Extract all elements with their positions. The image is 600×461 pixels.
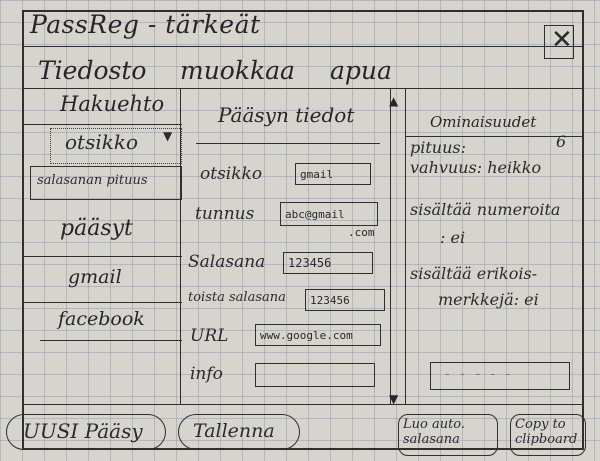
divider (196, 143, 380, 144)
title-input[interactable] (295, 163, 371, 185)
contains-numbers-label: sisältää numeroita (410, 200, 561, 219)
repeat-password-input[interactable] (305, 289, 385, 311)
contains-special-label: sisältää erikois- (410, 264, 538, 283)
chevron-down-icon: ▼ (163, 129, 173, 143)
menu-bar-divider (22, 88, 584, 89)
close-button[interactable]: ✕ (544, 25, 574, 59)
entries-heading: pääsyt (60, 216, 133, 241)
info-input[interactable] (255, 363, 375, 387)
generate-password-label: Luo auto.salasana (403, 417, 465, 447)
divider (40, 340, 182, 341)
username-field-label: tunnus (195, 204, 255, 224)
menu-help[interactable]: apua (330, 56, 392, 85)
password-strength: vahvuus: heikko (410, 158, 542, 177)
app-title: PassReg - tärkeät (30, 10, 261, 39)
menu-file[interactable]: Tiedosto (38, 56, 147, 85)
column-divider-left (180, 88, 181, 404)
new-entry-label: UUSI Pääsy (23, 419, 143, 443)
generated-password-placeholder: - - - - - (445, 366, 514, 382)
generate-password-button[interactable]: Luo auto.salasana (398, 414, 498, 456)
contains-numbers-value: : ei (440, 228, 466, 247)
title-bar-divider (22, 46, 584, 47)
url-field-label: URL (190, 326, 229, 346)
divider (405, 136, 584, 137)
menu-edit[interactable]: muokkaa (180, 56, 295, 85)
list-item-facebook[interactable]: facebook (58, 308, 145, 330)
username-input[interactable] (280, 202, 378, 226)
footer-divider (22, 404, 584, 405)
app-window (22, 10, 584, 450)
generated-password-field[interactable]: - - - - - (430, 362, 570, 390)
username-suffix: .com (348, 226, 375, 239)
copy-line-2: clipboard (515, 432, 578, 447)
filter-password-length-label: salasanan pituus (37, 173, 148, 188)
info-field-label: info (190, 364, 223, 384)
password-length-value: 6 (556, 132, 567, 151)
column-divider-right (405, 88, 406, 404)
properties-title: Ominaisuudet (430, 113, 537, 131)
divider (22, 302, 182, 303)
scrollbar-track[interactable] (390, 88, 391, 404)
close-icon: ✕ (551, 25, 573, 55)
password-input[interactable] (283, 252, 373, 274)
generate-line-1: Luo auto. (403, 417, 466, 432)
scroll-up-arrow-icon[interactable]: ▲ (389, 94, 399, 108)
divider (22, 256, 182, 257)
repeat-password-label: toista salasana (188, 290, 286, 305)
save-label: Tallenna (193, 420, 275, 442)
title-field-label: otsikko (200, 164, 263, 184)
save-button[interactable]: Tallenna (178, 414, 300, 450)
search-criteria-label: Hakuehto (60, 92, 165, 116)
entry-details-title: Pääsyn tiedot (218, 103, 355, 127)
new-entry-button[interactable]: UUSI Pääsy (6, 414, 166, 450)
contains-special-value: merkkejä: ei (438, 290, 539, 309)
filter-title-label: otsikko (65, 130, 139, 154)
password-length-label: pituus: (410, 138, 466, 157)
copy-line-1: Copy to (515, 417, 566, 432)
divider (22, 124, 182, 125)
list-item-gmail[interactable]: gmail (68, 266, 122, 288)
scroll-down-arrow-icon[interactable]: ▼ (389, 392, 399, 406)
filter-title-dropdown[interactable]: otsikko ▼ (50, 128, 182, 164)
password-field-label: Salasana (188, 252, 266, 272)
url-input[interactable] (255, 324, 381, 346)
filter-password-length[interactable]: salasanan pituus (30, 166, 182, 200)
generate-line-2: salasana (403, 432, 460, 447)
